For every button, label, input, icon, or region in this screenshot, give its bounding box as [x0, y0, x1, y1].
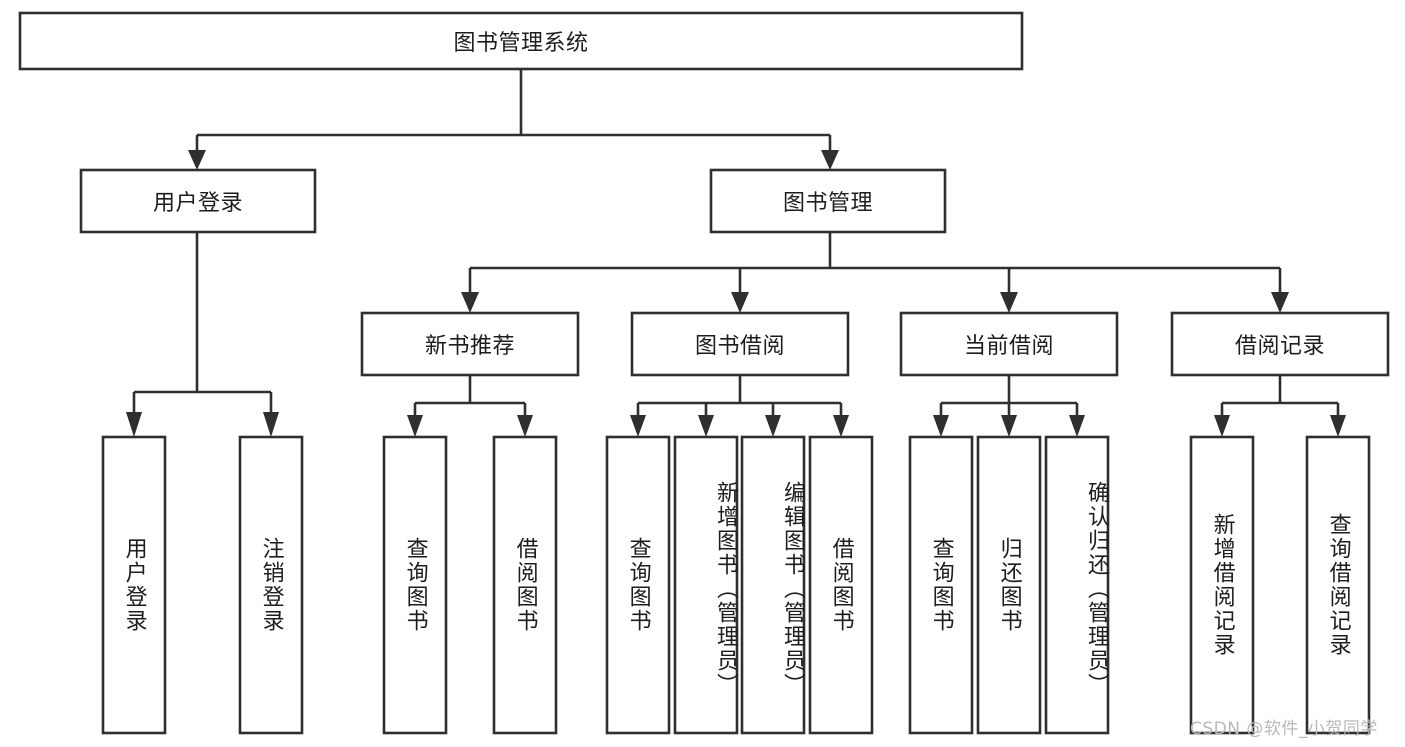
node-box-current-borrow[interactable]: [899, 311, 1119, 377]
arrowhead-leaf-user-login: [126, 412, 142, 437]
node-box-leaf-bb-edit-book[interactable]: [740, 435, 806, 735]
connector-group-bookborrow-to-leaves: [630, 375, 849, 437]
node-box-leaf-cb-confirm-return[interactable]: [1044, 435, 1110, 735]
arrowhead-bb-leaf-1: [630, 415, 646, 437]
arrowhead-bb-leaf-4: [833, 415, 849, 437]
node-box-root[interactable]: [18, 11, 1024, 71]
node-box-leaf-bb-query-book[interactable]: [605, 435, 671, 735]
arrowhead-book-manage: [821, 150, 839, 170]
csdn-watermark: CSDN @软件_小贺同学: [1190, 719, 1378, 739]
node-box-new-book-recommend[interactable]: [360, 311, 580, 377]
connector-group-root-to-level2: [188, 69, 839, 170]
arrowhead-user-login: [188, 150, 206, 170]
node-box-leaf-bb-borrow-book[interactable]: [808, 435, 874, 735]
arrowhead-book-borrow: [731, 292, 749, 313]
arrowhead-cb-leaf-2: [1001, 415, 1017, 437]
node-box-user-login[interactable]: [79, 168, 317, 234]
node-box-leaf-nb-query-book[interactable]: [382, 435, 448, 735]
node-box-leaf-cb-return-book[interactable]: [976, 435, 1042, 735]
node-box-book-borrow[interactable]: [630, 311, 850, 377]
node-box-leaf-nb-borrow-book[interactable]: [492, 435, 558, 735]
arrowhead-br-leaf-1: [1214, 415, 1230, 437]
connector-group-currentborrow-to-leaves: [933, 375, 1085, 437]
node-box-leaf-br-query-record[interactable]: [1305, 435, 1371, 735]
connector-group-newbook-to-leaves: [407, 375, 533, 437]
arrowhead-nb-leaf-1: [407, 415, 423, 437]
arrowhead-cb-leaf-3: [1069, 415, 1085, 437]
arrowhead-new-book: [461, 292, 479, 313]
arrowhead-bb-leaf-2: [698, 415, 714, 437]
node-box-leaf-cb-query-book[interactable]: [908, 435, 974, 735]
arrowhead-br-leaf-2: [1330, 415, 1346, 437]
node-box-leaf-bb-add-book[interactable]: [673, 435, 739, 735]
connector-group-bookmanage-to-level3: [461, 232, 1289, 313]
node-box-leaf-user-login[interactable]: [101, 435, 167, 735]
arrowhead-current-borrow: [1000, 292, 1018, 313]
node-box-borrow-records[interactable]: [1170, 311, 1390, 377]
arrowhead-bb-leaf-3: [765, 415, 781, 437]
node-box-leaf-logout[interactable]: [238, 435, 304, 735]
node-box-leaf-br-add-record[interactable]: [1189, 435, 1255, 735]
connector-group-userlogin-to-leaves: [126, 232, 279, 437]
arrowhead-leaf-logout: [263, 412, 279, 437]
connector-group-borrowrecords-to-leaves: [1214, 375, 1346, 437]
arrowhead-borrow-records: [1271, 292, 1289, 313]
arrowhead-cb-leaf-1: [933, 415, 949, 437]
node-box-book-manage[interactable]: [709, 168, 947, 234]
arrowhead-nb-leaf-2: [517, 415, 533, 437]
